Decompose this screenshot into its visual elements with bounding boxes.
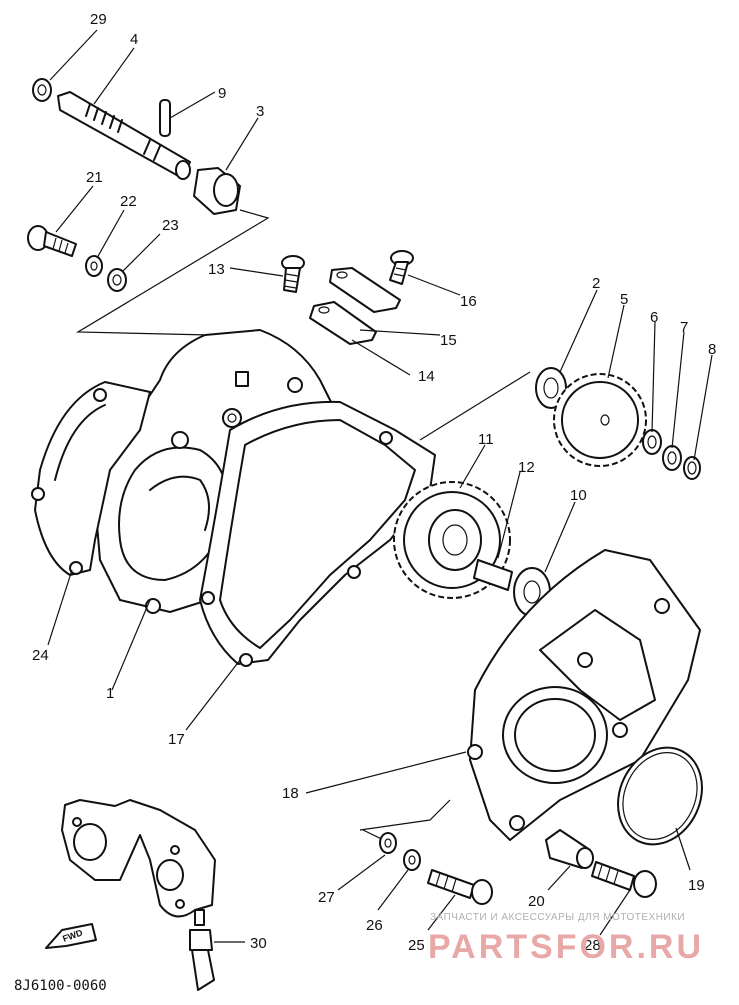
label-3: 3 [256,103,264,120]
reference-line [359,799,451,831]
o-ring-19 [617,746,703,846]
shaft-12 [473,559,513,591]
bolt-28 [591,861,657,898]
collar-3 [193,167,241,215]
diagram-code: 8J6100-0060 [14,978,107,994]
label-5: 5 [620,291,628,308]
label-20: 20 [528,893,545,910]
label-15: 15 [440,332,457,349]
washer-29 [32,78,52,102]
housing-1 [94,329,341,614]
label-19: 19 [688,877,705,894]
cover-18 [467,549,701,841]
label-10: 10 [570,487,587,504]
washer-7 [662,445,682,471]
label-4: 4 [130,31,138,48]
reference-line [419,371,531,441]
pin-9 [159,99,171,137]
label-6: 6 [650,309,658,326]
washer-22 [85,255,103,277]
label-29: 29 [90,11,107,28]
bolt-25 [427,869,493,905]
gear-5 [553,373,647,467]
leader-lines [47,29,713,943]
housing-gasket-24 [31,381,151,576]
label-18: 18 [282,785,299,802]
label-9: 9 [218,85,226,102]
collar-20 [545,829,594,869]
label-13: 13 [208,261,225,278]
label-1: 1 [106,685,114,702]
label-26: 26 [366,917,383,934]
label-22: 22 [120,193,137,210]
bolt-21 [27,225,77,257]
watermark-logo: PARTSFOR.RU [428,928,704,966]
label-21: 21 [86,169,103,186]
label-14: 14 [418,368,435,385]
shaft-4 [57,91,191,180]
fwd-arrow-icon: FWD [45,923,97,949]
inset-exhaust [61,799,216,926]
label-16: 16 [460,293,477,310]
screw-13 [281,255,305,293]
label-17: 17 [168,731,185,748]
screw-16 [389,250,414,285]
label-28: 28 [584,937,601,954]
gasket-14 [309,301,377,345]
pipe-30 [189,929,215,991]
washer-26 [403,849,421,871]
label-23: 23 [162,217,179,234]
label-7: 7 [680,319,688,336]
label-2: 2 [592,275,600,292]
label-25: 25 [408,937,425,954]
label-8: 8 [708,341,716,358]
label-27: 27 [318,889,335,906]
label-30: 30 [250,935,267,952]
watermark-tagline: ЗАПЧАСТИ И АКСЕССУАРЫ ДЛЯ МОТОТЕХНИКИ [430,912,685,923]
washer-6 [642,429,662,455]
washer-23 [107,268,127,292]
label-24: 24 [32,647,49,664]
reference-line [75,209,270,336]
label-12: 12 [518,459,535,476]
plate-15 [329,267,401,313]
gasket-17 [199,400,436,667]
label-11: 11 [478,431,494,448]
washer-27 [379,832,397,854]
circlip-8 [683,456,701,480]
